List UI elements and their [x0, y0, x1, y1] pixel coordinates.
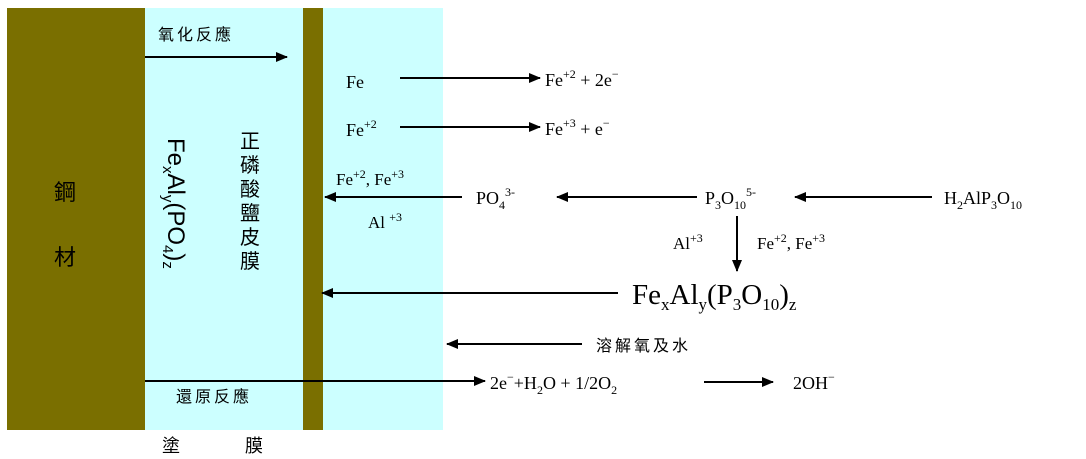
reaction1-rhs: Fe+2 + 2e− — [545, 67, 619, 90]
ions-fe: Fe+2, Fe+3 — [336, 167, 404, 189]
p3o10-ion: P3O105- — [705, 185, 756, 212]
coating-label-2: 膜 — [245, 436, 263, 457]
phosphate-film-char-4: 鹽 — [240, 201, 260, 225]
po4-ion: PO43- — [476, 185, 515, 212]
reaction2-lhs: Fe+2 — [346, 117, 377, 140]
oxidation-label: 氧化反應 — [158, 25, 234, 44]
coating-barrier-layer — [303, 8, 323, 430]
phosphate-film-char-5: 皮 — [240, 225, 260, 249]
phosphate-film-char-6: 膜 — [240, 249, 260, 273]
down-arrow-right-label: Fe+2, Fe+3 — [757, 231, 825, 253]
feal-po4-vertical: FexAly(PO4)z — [159, 138, 189, 269]
phosphate-film-char-3: 酸 — [240, 177, 260, 201]
reaction1-lhs: Fe — [346, 72, 364, 92]
coating-label-1: 塗 — [162, 435, 180, 457]
dissolved-oxygen-label: 溶解氧及水 — [596, 336, 691, 355]
reduction-label: 還原反應 — [176, 387, 252, 406]
reaction2-rhs: Fe+3 + e− — [545, 116, 610, 139]
phosphate-film-layer — [145, 8, 443, 430]
product-formula: FexAly(P3O10)z — [632, 279, 797, 314]
hydroxide: 2OH− — [793, 370, 835, 393]
cathodic-reaction: 2e−+H2O + 1/2O2 — [490, 370, 617, 397]
phosphate-film-char-2: 磷 — [240, 153, 260, 177]
phosphate-film-char-1: 正 — [240, 129, 260, 153]
steel-block — [7, 8, 145, 430]
ions-al: Al +3 — [368, 210, 402, 232]
down-arrow-left-label: Al+3 — [673, 231, 703, 253]
steel-label-1: 鋼 — [54, 181, 76, 206]
steel-label-2: 材 — [54, 246, 76, 271]
h2alp3o10: H2AlP3O10 — [944, 188, 1022, 212]
